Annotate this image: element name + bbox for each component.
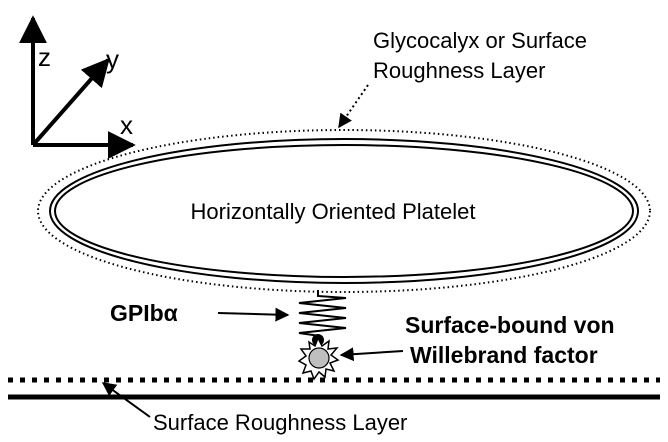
surface-roughness-label: Surface Roughness Layer [153, 410, 407, 435]
vwf-label-line2: Willebrand factor [410, 342, 598, 368]
vwf-label-line1: Surface-bound von [405, 312, 615, 338]
platelet-body [54, 144, 634, 278]
coordinate-axes: z y x [19, 15, 136, 159]
surface-roughness-pointer-arrow [101, 382, 151, 418]
gpib-pointer-arrow [217, 307, 290, 322]
glycocalyx-layer [37, 129, 651, 293]
y-axis-label: y [106, 44, 119, 74]
z-axis-label: z [38, 42, 51, 72]
gpib-spring-icon [298, 290, 347, 337]
gpib-label: GPIbα [110, 300, 178, 326]
glycocalyx-pointer-arrow [338, 84, 369, 129]
platelet-outer-outline [49, 138, 639, 284]
platelet-label: Horizontally Oriented Platelet [191, 199, 476, 224]
y-axis [31, 57, 110, 147]
x-axis-label: x [120, 110, 133, 140]
vwf-star-icon [297, 336, 340, 381]
glycocalyx-label-line2: Roughness Layer [373, 58, 545, 83]
glycocalyx-label-line1: Glycocalyx or Surface [373, 28, 587, 53]
vwf-pointer-arrow [339, 347, 404, 362]
